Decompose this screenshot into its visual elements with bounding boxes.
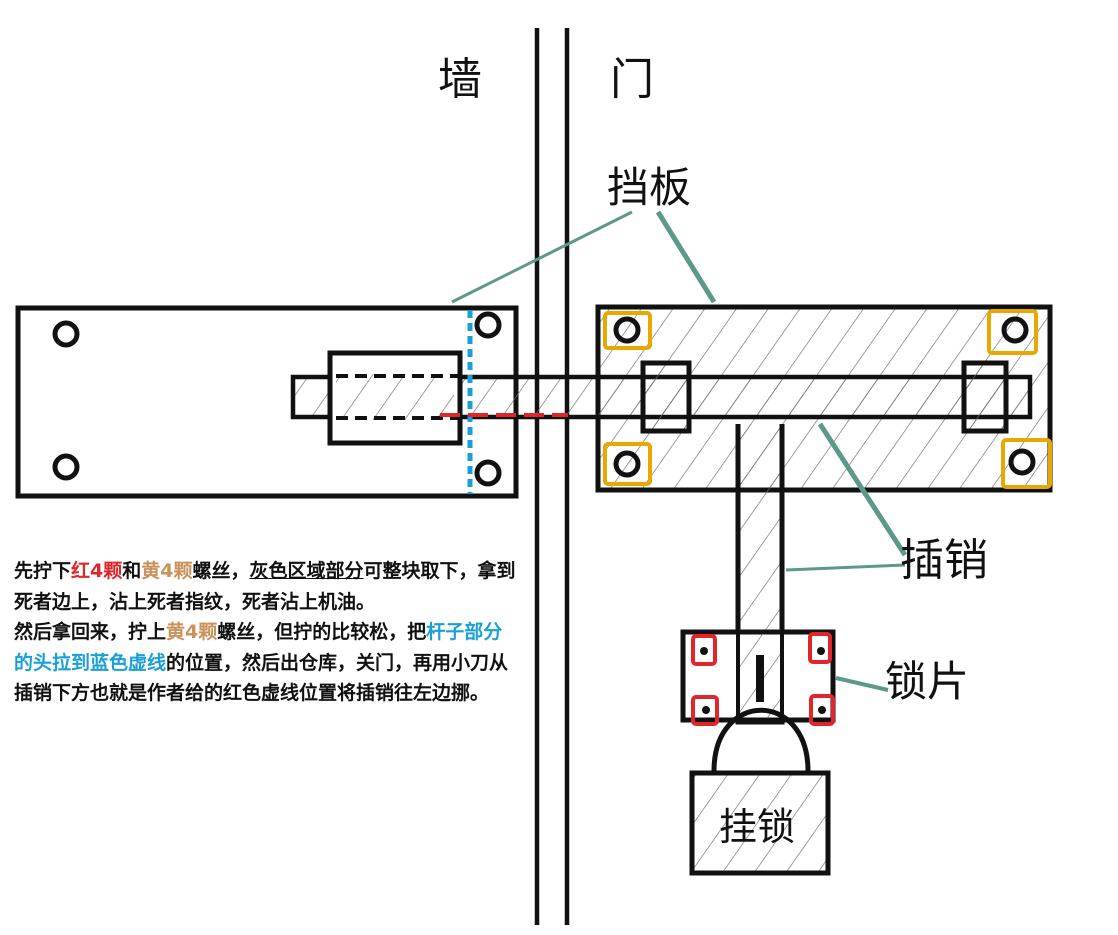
red-screw-marker [808,632,832,664]
note-yellow-screws: 黄4颗 [141,560,193,582]
screw-hole [474,459,502,487]
note-blue-line: 杆子部分的头拉到蓝色虚线 [14,621,503,674]
screw-hole [817,647,825,655]
yellow-screw-marker [1001,438,1052,489]
screw-hole [1001,316,1029,344]
red-screw-marker [691,634,717,666]
note-gray-area: 灰色区域部分 [249,560,364,582]
lock-plate-label: 锁片 [885,657,969,706]
screw-hole [818,706,826,714]
screw-hole [702,706,710,714]
note-paragraph-1: 先拧下红4颗和黄4颗螺丝，灰色区域部分可整块取下，拿到死者边上，沾上死者指纹，死… [14,556,519,617]
yellow-screw-marker [987,309,1038,355]
screw-hole [52,320,80,348]
yellow-screw-marker [603,311,652,350]
lock-plate-slot [736,630,784,722]
leader-line [817,422,908,557]
red-screw-marker [809,694,835,726]
screw-hole [700,647,708,655]
bolt-guide [961,360,1009,434]
note-text: 和 [122,560,142,582]
latch-label: 插销 [900,535,988,586]
screw-hole [613,450,641,478]
note-text: 螺丝， [192,560,250,582]
door-label: 门 [610,54,654,105]
yellow-screw-marker [603,442,652,486]
leader-line [835,676,889,692]
screw-hole [52,453,80,481]
note-red-screws: 红4颗 [71,560,123,582]
bolt-guide [640,360,692,434]
bolt-sleeve-hatch [336,374,454,420]
wall-label: 墙 [438,54,482,105]
baffle-label: 挡板 [607,163,691,212]
leader-line [655,210,717,304]
note-text: 的位置，然后出仓库，关门，再用小刀从插销下方也就是作者给的红色虚线位置将插销往左… [14,651,509,705]
screw-hole [474,311,502,339]
explanation-notes: 先拧下红4颗和黄4颗螺丝，灰色区域部分可整块取下，拿到死者边上，沾上死者指纹，死… [14,556,519,709]
padlock-body [689,770,831,876]
note-text: 然后拿回来，拧上 [14,621,167,643]
note-text: 可整块取下，拿到死者边上，沾上死者指纹，死者沾上机油。 [14,560,516,613]
red-screw-marker [691,695,719,726]
screw-hole [613,316,641,344]
leader-line [785,563,906,572]
note-text: 先拧下 [14,560,72,582]
padlock-shackle [711,707,811,772]
note-yellow-screws: 黄4颗 [166,621,218,643]
note-paragraph-2: 然后拿回来，拧上黄4颗螺丝，但拧的比较松，把杆子部分的头拉到蓝色虚线的位置，然后… [14,617,519,709]
leader-line [451,210,633,304]
note-text: 螺丝，但拧的比较松，把 [217,621,427,643]
screw-hole [1008,448,1036,476]
padlock-label: 挂锁 [719,805,795,849]
